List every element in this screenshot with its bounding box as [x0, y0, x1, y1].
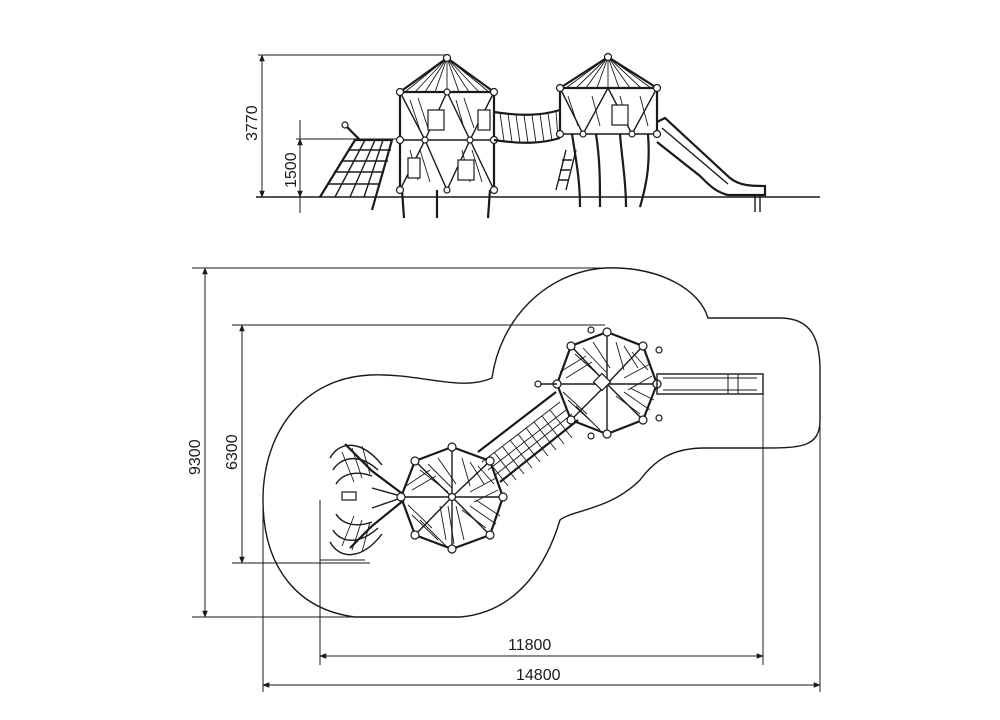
- side-left-tower: [395, 53, 499, 219]
- dimension-label-14800: 14800: [516, 667, 561, 684]
- dimension-9300: 9300: [187, 267, 605, 618]
- dimension-1500: 1500: [283, 120, 400, 213]
- plan-left-dome: [396, 442, 508, 554]
- dimension-label-1500: 1500: [283, 152, 300, 188]
- dimension-label-3770: 3770: [244, 105, 261, 141]
- side-elevation-view: 3770 1500: [244, 52, 820, 219]
- dimension-label-11800: 11800: [508, 637, 551, 654]
- side-bridge: [493, 108, 561, 144]
- dimension-label-9300: 9300: [187, 439, 204, 475]
- plan-bridge: [477, 391, 579, 487]
- plan-right-dome: [534, 326, 663, 440]
- dimension-11800: 11800: [319, 385, 764, 665]
- side-climbing-net: [319, 121, 394, 211]
- dimension-label-6300: 6300: [224, 434, 241, 470]
- plan-climbing-net: [329, 443, 407, 556]
- safety-zone-outline: [262, 267, 821, 618]
- side-right-tower: [555, 52, 662, 208]
- side-slide: [656, 116, 767, 212]
- dimension-6300: 6300: [224, 324, 600, 564]
- plan-view: 9300 6300 11800 14800: [187, 267, 821, 692]
- plan-slide: [656, 373, 764, 395]
- dimension-14800: 14800: [262, 400, 821, 692]
- dimension-3770: 3770: [244, 54, 448, 198]
